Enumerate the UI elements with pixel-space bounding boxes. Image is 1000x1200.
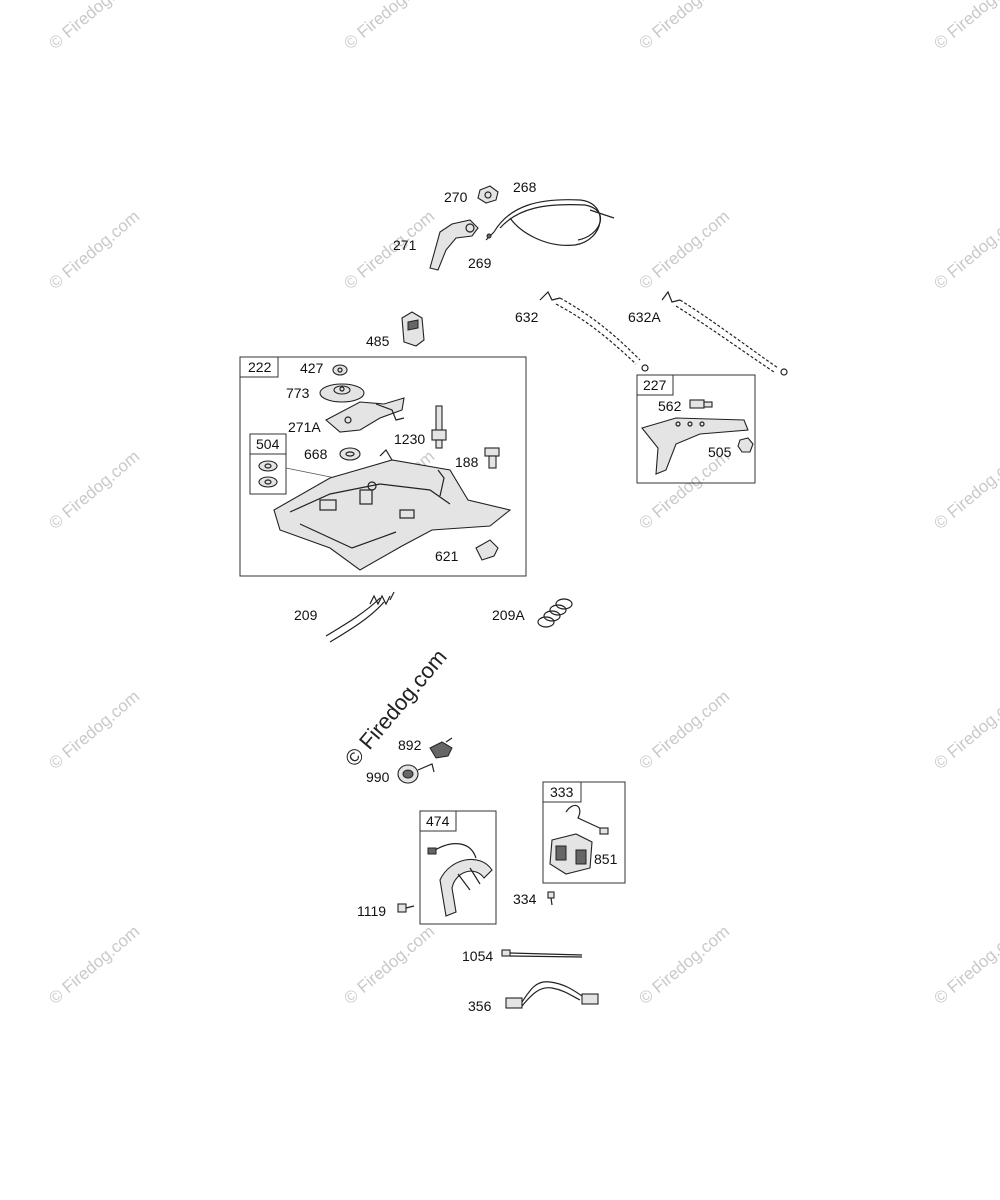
callout-334: 334	[513, 891, 537, 907]
watermark: © Firedog.com	[45, 0, 143, 53]
box-227-label: 227	[643, 377, 667, 393]
callout-505: 505	[708, 444, 732, 460]
box-333-frame	[542, 781, 626, 884]
part-621-clip	[475, 539, 499, 561]
part-1054-tie	[501, 949, 583, 958]
watermark: © Firedog.com	[930, 687, 1000, 773]
part-356-wire	[505, 981, 599, 1009]
callout-209: 209	[294, 607, 318, 623]
callout-356: 356	[468, 998, 492, 1014]
watermark: © Firedog.com	[635, 922, 733, 1008]
callout-773: 773	[286, 385, 310, 401]
watermark: © Firedog.com	[930, 207, 1000, 293]
callout-271A: 271A	[288, 419, 321, 435]
part-562-bolt	[689, 399, 713, 409]
part-270-nut	[477, 185, 499, 204]
watermark-layer: © Firedog.com © Firedog.com © Firedog.co…	[45, 0, 1000, 1008]
part-271-lever	[429, 219, 479, 271]
part-188-bolt	[484, 447, 500, 469]
box-474-label: 474	[426, 813, 450, 829]
callout-621: 621	[435, 548, 459, 564]
watermark: © Firedog.com	[340, 922, 438, 1008]
callout-485: 485	[366, 333, 390, 349]
watermark: © Firedog.com	[45, 207, 143, 293]
box-333-label: 333	[550, 784, 574, 800]
box-222-label: 222	[248, 359, 272, 375]
callout-188: 188	[455, 454, 479, 470]
callout-269: 269	[468, 255, 492, 271]
box-227-tag	[636, 374, 674, 396]
box-504-frame	[249, 433, 287, 495]
part-632-spring	[539, 290, 649, 372]
callout-851: 851	[594, 851, 618, 867]
part-271A-lever	[325, 397, 405, 433]
part-227-bracket	[641, 417, 749, 475]
callout-1230: 1230	[394, 431, 425, 447]
part-base-plate	[273, 449, 512, 571]
watermark: © Firedog.com	[45, 687, 143, 773]
part-333-ignition-coil	[549, 804, 609, 875]
callout-209A: 209A	[492, 607, 525, 623]
callout-990: 990	[366, 769, 390, 785]
watermark: © Firedog.com	[340, 207, 438, 293]
part-668-washer	[339, 447, 361, 461]
watermark: © Firedog.com	[635, 207, 733, 293]
part-474-armature	[427, 843, 493, 917]
box-333-tag	[542, 781, 582, 803]
box-504-label: 504	[256, 436, 280, 452]
part-1230-stud	[431, 405, 447, 449]
part-269-clip	[485, 231, 495, 241]
callout-632: 632	[515, 309, 539, 325]
callout-668: 668	[304, 446, 328, 462]
part-485-block	[401, 311, 425, 347]
part-632A-spring	[661, 290, 788, 376]
callout-892: 892	[398, 737, 422, 753]
part-427-nut	[332, 364, 348, 376]
box-474-frame	[419, 810, 497, 925]
box-227-frame	[636, 374, 756, 484]
part-990-switch	[397, 763, 435, 784]
part-209A-spring	[537, 598, 573, 628]
watermark: © Firedog.com	[930, 922, 1000, 1008]
part-773-plate	[319, 383, 365, 403]
part-334-screw	[547, 891, 555, 906]
box-222-frame	[239, 356, 527, 577]
callout-268: 268	[513, 179, 537, 195]
callout-632A: 632A	[628, 309, 661, 325]
part-504-washers	[258, 460, 278, 488]
part-892-clip	[429, 737, 453, 759]
watermark: © Firedog.com	[45, 922, 143, 1008]
callout-1054: 1054	[462, 948, 493, 964]
box-474-tag	[419, 810, 457, 832]
part-268-cable	[493, 199, 615, 246]
watermark: © Firedog.com	[340, 0, 438, 53]
callout-271: 271	[393, 237, 417, 253]
callout-270: 270	[444, 189, 468, 205]
part-505-nut	[737, 437, 754, 453]
part-1119-screw	[397, 903, 415, 913]
callout-562: 562	[658, 398, 682, 414]
box-222-tag	[239, 356, 279, 378]
watermark: © Firedog.com	[635, 0, 733, 53]
callout-427: 427	[300, 360, 324, 376]
watermark: © Firedog.com	[930, 447, 1000, 533]
part-209-spring	[325, 591, 395, 643]
watermark: © Firedog.com	[930, 0, 1000, 53]
callout-1119: 1119	[357, 903, 386, 919]
watermark: © Firedog.com	[45, 447, 143, 533]
watermark: © Firedog.com	[635, 687, 733, 773]
